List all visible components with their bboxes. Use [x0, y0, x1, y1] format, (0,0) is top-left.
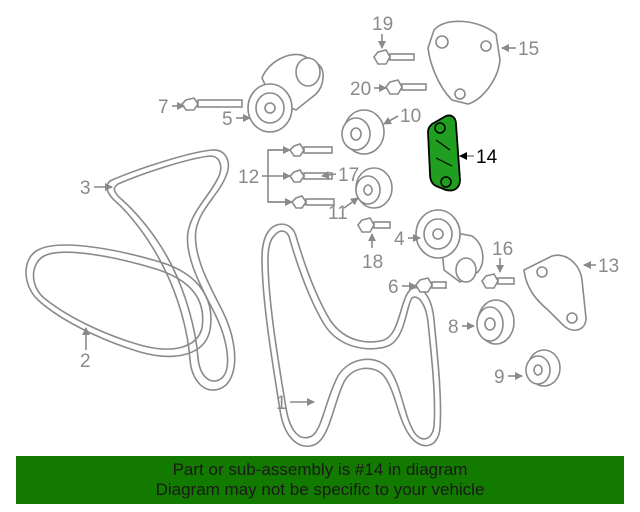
belt-2: [25, 244, 212, 358]
belt-3: [106, 149, 236, 391]
callout-19: 19: [372, 14, 393, 35]
bolt-16: [481, 273, 515, 289]
belt-1: [261, 223, 442, 447]
callout-2: 2: [80, 351, 91, 372]
tensioner-5: [247, 53, 324, 133]
tensioner-4: [415, 209, 484, 283]
callout-20: 20: [350, 79, 371, 100]
part-14-highlighted[interactable]: [427, 114, 461, 192]
bolt-19: [373, 49, 415, 65]
callout-11: 11: [328, 203, 348, 224]
idler-8: [476, 299, 515, 345]
callout-17: 17: [338, 165, 359, 186]
callout-13: 13: [598, 256, 619, 277]
callout-15: 15: [518, 39, 539, 60]
leader-lines: [82, 34, 596, 406]
callout-3: 3: [80, 178, 91, 199]
callout-16: 16: [492, 239, 513, 260]
bracket-15: [427, 20, 501, 105]
banner-line-1: Part or sub-assembly is #14 in diagram: [172, 460, 468, 479]
callout-labels: 1 2 3 4 5 6 7 8 9 10 11 12 13 14 15 16 1…: [80, 14, 619, 414]
bolt-18: [357, 217, 391, 233]
idler-11: [355, 167, 393, 209]
banner-line-2: Diagram may not be specific to your vehi…: [155, 480, 485, 499]
callout-4: 4: [394, 229, 405, 250]
callout-7: 7: [158, 97, 169, 118]
bolts-12: [288, 143, 335, 209]
bracket-13: [523, 254, 587, 331]
bolt-6: [415, 277, 447, 293]
parts-diagram: 1 2 3 4 5 6 7 8 9 10 11 12 13 14 15 16 1…: [25, 14, 619, 447]
callout-14[interactable]: 14: [476, 147, 498, 168]
idler-9: [525, 349, 561, 387]
callout-18: 18: [362, 252, 383, 273]
callout-9: 9: [494, 367, 505, 388]
callout-12: 12: [238, 167, 259, 188]
bolt-7: [180, 97, 243, 111]
callout-8: 8: [448, 317, 459, 338]
callout-6: 6: [388, 277, 399, 298]
callout-5: 5: [222, 109, 233, 130]
callout-10: 10: [400, 106, 421, 127]
info-banner: Part or sub-assembly is #14 in diagram D…: [16, 456, 624, 504]
callout-1: 1: [276, 393, 287, 414]
idler-10: [341, 109, 385, 155]
bolt-20: [385, 79, 427, 95]
